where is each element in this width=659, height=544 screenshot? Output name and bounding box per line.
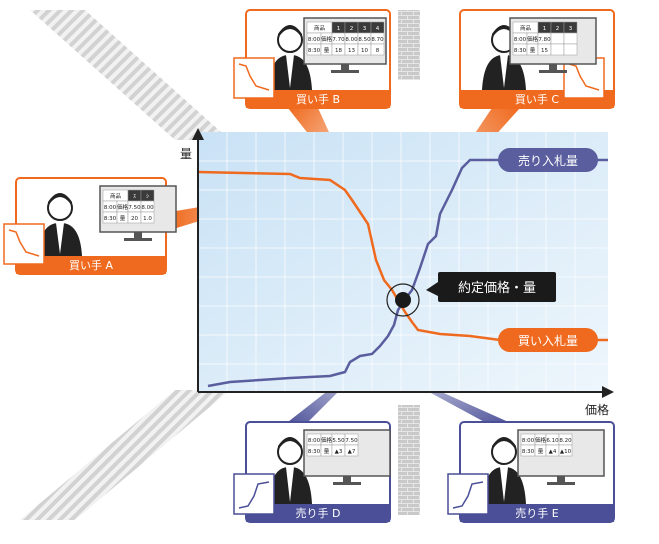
table-cell: 5.50 (332, 438, 345, 444)
buy-bid-curve (197, 170, 608, 342)
background-decoration (20, 10, 420, 520)
table-cell: 2 (556, 26, 560, 32)
participant-label: 売り手 E (515, 506, 558, 520)
table-cell: 3 (569, 26, 573, 32)
mini-curve-thumbnail (233, 57, 275, 99)
mini-curve-thumbnail (3, 223, 45, 265)
table-cell: 1 (543, 26, 547, 32)
equilibrium-callout (438, 272, 556, 302)
table-cell: 量 (324, 448, 330, 455)
table-cell: 6.10 (546, 438, 559, 444)
table-cell: ｽ (133, 193, 136, 200)
table-cell: 1.0 (143, 216, 152, 222)
table-cell: ▲7 (348, 449, 356, 455)
table-cell: 価格 (321, 35, 333, 43)
sell-curve-label-text: 売り入札量 (518, 153, 578, 168)
table-cell: 価格 (535, 436, 547, 444)
table-cell: 量 (120, 215, 126, 222)
table-cell: 商品 (520, 24, 532, 32)
table-cell: 8:00 (514, 37, 527, 43)
person-avatar-icon (482, 437, 526, 504)
table-cell: 8:00 (522, 438, 535, 444)
table-cell: 8:00 (308, 37, 321, 43)
table-cell: 8:30 (514, 48, 527, 54)
table-cell: 量 (324, 47, 330, 54)
x-axis-arrow-icon (602, 386, 614, 398)
table-cell: 量 (538, 448, 544, 455)
table-cell: 8.00 (141, 205, 154, 211)
table-cell: 価格 (527, 35, 539, 43)
table-cell: ｼ (146, 194, 149, 200)
table-cell: 商品 (314, 24, 326, 32)
table-cell: 4 (376, 26, 380, 32)
buy-curve-label: 買い入札量 (498, 328, 598, 352)
equilibrium-marker: 約定価格・量 (386, 272, 556, 317)
person-avatar-icon (38, 193, 82, 256)
mini-curve-thumbnail (233, 473, 275, 515)
table-cell: 8 (376, 48, 380, 54)
table-cell: 8:30 (522, 449, 535, 455)
equilibrium-label: 約定価格・量 (458, 280, 536, 296)
x-axis-label: 価格 (585, 402, 609, 417)
gridlines (198, 132, 608, 392)
table-cell: 量 (530, 47, 536, 54)
table-cell: 7.80 (538, 37, 551, 43)
table-cell: 7.50 (345, 438, 358, 444)
table-cell: 10 (361, 48, 368, 54)
table-cell: 8.70 (371, 37, 384, 43)
table-cell: ▲3 (335, 449, 343, 455)
table-cell: 8.50 (358, 37, 371, 43)
table-cell: 1 (337, 26, 341, 32)
sell-curve-label: 売り入札量 (498, 148, 598, 172)
y-axis-arrow-icon (192, 128, 204, 140)
curves (197, 158, 608, 388)
table-cell: 3 (363, 26, 367, 32)
y-axis-label: 量 (180, 147, 192, 161)
table-cell: 15 (541, 48, 548, 54)
table-cell: ▲4 (549, 449, 557, 455)
table-cell: 8:00 (104, 205, 117, 211)
participant-label: 買い手 A (69, 258, 113, 272)
person-avatar-icon (268, 25, 312, 90)
table-cell: 8.00 (345, 37, 358, 43)
table-cell: 8:30 (308, 48, 321, 54)
participant-label: 買い手 C (515, 92, 559, 106)
table-cell: 8.20 (559, 438, 572, 444)
table-cell: 18 (335, 48, 342, 54)
table-cell: 7.70 (332, 37, 345, 43)
table-cell: 価格 (321, 436, 333, 444)
table-cell: ▲10 (560, 449, 572, 455)
table-cell: 20 (131, 216, 138, 222)
table-cell: 価格 (117, 203, 129, 211)
table-cell: 商品 (110, 192, 122, 200)
buy-curve-label-text: 買い入札量 (518, 334, 578, 348)
person-avatar-icon (268, 437, 312, 504)
table-cell: 7.50 (128, 205, 141, 211)
table-cell: 8:30 (104, 216, 117, 222)
mini-curve-thumbnail (447, 473, 489, 515)
table-cell: 8:30 (308, 449, 321, 455)
table-cell: 13 (348, 48, 355, 54)
participant-label: 売り手 D (296, 506, 341, 520)
table-cell: 8:00 (308, 438, 321, 444)
table-cell: 2 (350, 26, 354, 32)
participant-label: 買い手 B (296, 92, 340, 106)
sell-bid-curve (207, 158, 608, 388)
